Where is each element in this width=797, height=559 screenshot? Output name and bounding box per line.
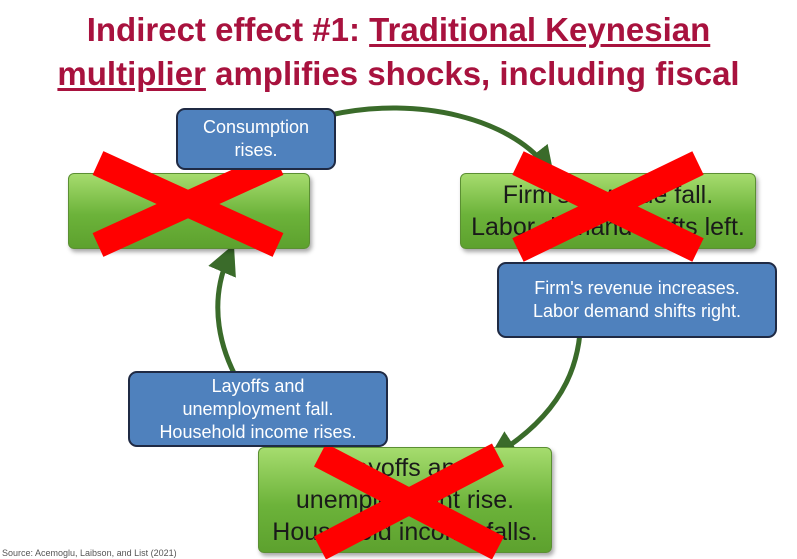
blue-box-layoffs: Layoffs and unemployment fall. Household…	[128, 371, 388, 447]
title-prefix: Indirect effect #1:	[86, 11, 370, 48]
title-suffix: amplifies shocks, including fiscal	[205, 55, 740, 92]
title-line-1: Indirect effect #1: Traditional Keynesia…	[0, 8, 797, 52]
blue-box-consumption: Consumption rises.	[176, 108, 336, 170]
slide-title: Indirect effect #1: Traditional Keynesia…	[0, 8, 797, 96]
blue-layoffs-line-1: Layoffs and	[211, 375, 305, 396]
source-footnote: Source: Acemoglu, Laibson, and List (202…	[2, 548, 177, 558]
arrow-top	[329, 105, 555, 177]
cross-icon-bottom	[313, 443, 505, 559]
blue-firm-line-1: Firm's revenue increases.	[534, 278, 740, 298]
cross-icon-right	[512, 151, 704, 262]
blue-layoffs-line-2: unemployment fall.	[182, 398, 334, 419]
title-line-2: multiplier amplifies shocks, including f…	[0, 52, 797, 96]
blue-box-firm: Firm's revenue increases. Labor demand s…	[497, 262, 777, 338]
blue-consumption-line-1: Consumption	[202, 117, 310, 137]
title-link-keynesian[interactable]: Traditional Keynesian	[369, 11, 711, 48]
title-link-multiplier[interactable]: multiplier	[57, 55, 206, 92]
blue-layoffs-line-3: Household income rises.	[159, 421, 357, 442]
cross-icon-left	[92, 151, 284, 257]
blue-consumption-line-2: rises.	[234, 140, 278, 160]
blue-firm-line-2: Labor demand shifts right.	[532, 301, 742, 321]
